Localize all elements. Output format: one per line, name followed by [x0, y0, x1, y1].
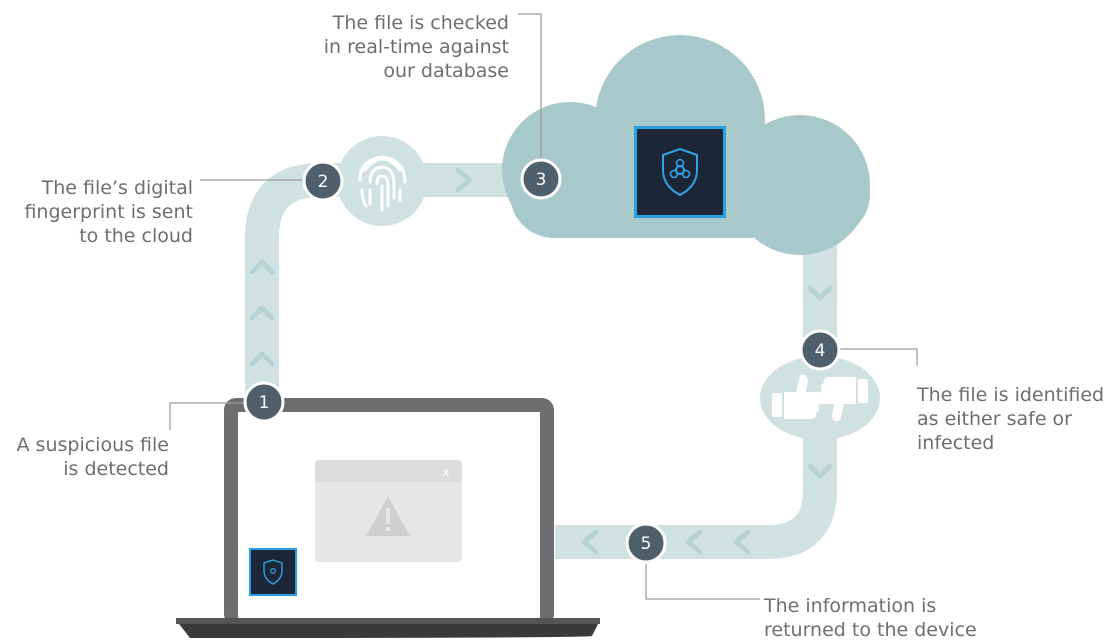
step-1-description: A suspicious file is detected — [17, 433, 169, 481]
step-4-line-3: infected — [917, 432, 995, 454]
step-badge-5: 5 — [625, 522, 667, 564]
down-chevrons — [807, 285, 833, 479]
left-chevrons — [581, 529, 751, 555]
step-3-line-1: The file is checked — [332, 12, 509, 34]
step-badge-2: 2 — [302, 160, 344, 202]
step-badge-4: 4 — [799, 329, 841, 371]
step-3-description: The file is checked in real-time against… — [324, 11, 509, 83]
step-5-line-2: returned to the device — [764, 619, 977, 641]
step-1-line-1: A suspicious file — [16, 434, 169, 456]
step-1-line-2: is detected — [63, 458, 169, 480]
svg-text:3: 3 — [536, 170, 547, 190]
step-2-line-2: fingerprint is sent — [24, 201, 193, 223]
thumbs-up-down-icon — [760, 356, 880, 440]
step-2-line-3: to the cloud — [79, 225, 193, 247]
leader-lines — [169, 13, 918, 600]
dialog-close-icon: x — [442, 465, 449, 479]
fingerprint-icon — [337, 136, 427, 226]
step-4-description: The file is identified as either safe or… — [917, 383, 1104, 455]
step-4-line-1: The file is identified — [917, 384, 1105, 406]
svg-text:4: 4 — [815, 341, 826, 361]
step-5-description: The information is returned to the devic… — [764, 594, 977, 642]
step-4-line-2: as either safe or — [917, 408, 1072, 430]
step-5-line-1: The information is — [764, 595, 937, 617]
right-chevrons — [455, 167, 473, 193]
step-2-line-1: The file’s digital — [41, 177, 193, 199]
up-chevrons — [249, 259, 275, 367]
step-badge-1: 1 — [243, 381, 285, 423]
step-2-description: The file’s digital fingerprint is sent t… — [24, 176, 193, 248]
warning-dialog: x — [315, 460, 462, 562]
svg-text:2: 2 — [318, 172, 329, 192]
step-3-line-3: our database — [383, 60, 509, 82]
laptop-security-shield-icon — [249, 548, 297, 596]
cloud-security-shield-icon — [634, 126, 726, 218]
step-3-line-2: in real-time against — [323, 36, 509, 58]
svg-text:1: 1 — [259, 393, 270, 413]
step-badge-3: 3 — [520, 158, 562, 200]
svg-text:5: 5 — [641, 534, 652, 554]
